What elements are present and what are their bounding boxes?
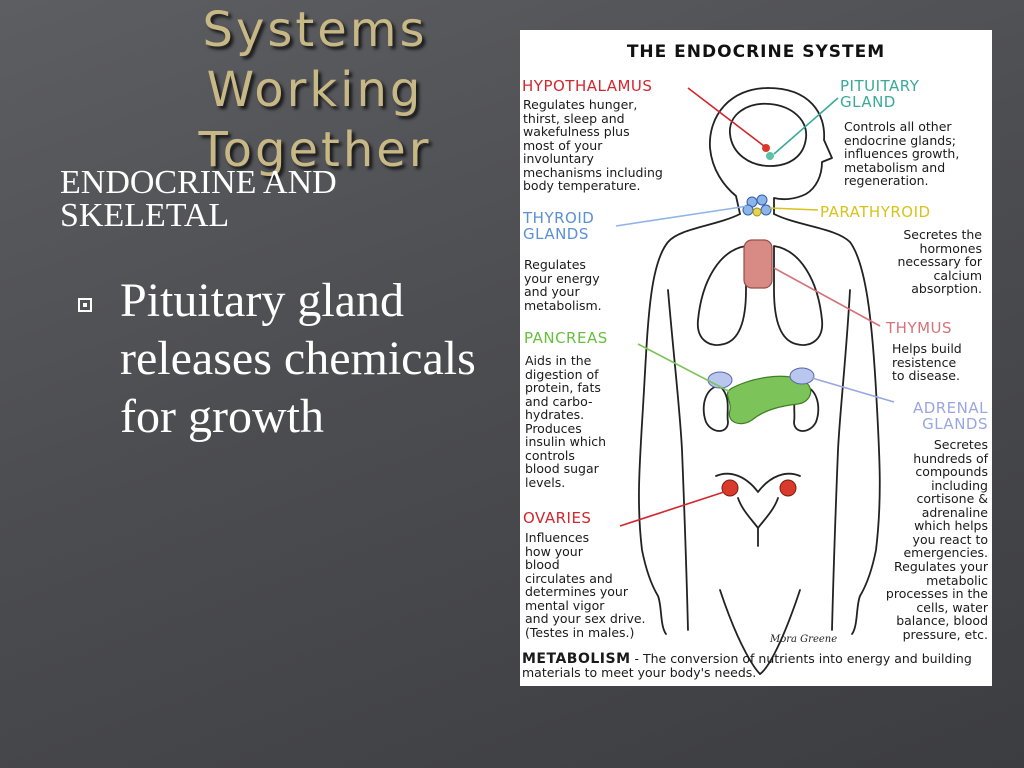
slide-title: Systems Working Together — [198, 2, 432, 178]
body-figure — [615, 87, 895, 675]
desc-parathyroid: Secretes the hormones necessary for calc… — [897, 227, 982, 296]
ovary-right-shape — [779, 479, 797, 497]
metabolism-definition: METABOLISM - The conversion of nutrients… — [522, 652, 988, 680]
label-pituitary: PITUITARY GLAND — [840, 77, 920, 111]
metabolism-keyword: METABOLISM — [522, 651, 631, 667]
label-pancreas: PANCREAS — [524, 329, 608, 347]
thyroid-shape — [742, 194, 772, 217]
desc-pituitary: Controls all other endocrine glands; inf… — [844, 119, 960, 188]
body-outline — [638, 87, 881, 675]
desc-hypothalamus: Regulates hunger, thirst, sleep and wake… — [523, 97, 663, 193]
artist-signature: Mora Greene — [770, 634, 838, 645]
label-thymus: THYMUS — [886, 319, 953, 337]
bullet-item: Pituitary gland releases chemicals for g… — [78, 272, 488, 446]
endocrine-diagram: THE ENDOCRINE SYSTEM HYPOTHALAMUS Regula… — [520, 30, 992, 686]
desc-thymus: Helps build resistence to disease. — [892, 341, 962, 383]
label-parathyroid: PARATHYROID — [820, 203, 931, 221]
label-ovaries: OVARIES — [523, 509, 592, 527]
label-adrenal: ADRENAL GLANDS — [912, 399, 988, 433]
bullet-text: Pituitary gland releases chemicals for g… — [120, 274, 476, 443]
thymus-shape — [743, 239, 773, 289]
label-hypothalamus: HYPOTHALAMUS — [522, 77, 653, 95]
diagram-title: THE ENDOCRINE SYSTEM — [626, 42, 886, 62]
label-thyroid: THYROID GLANDS — [523, 209, 595, 243]
desc-adrenal: Secretes hundreds of compounds including… — [903, 437, 988, 560]
regulates-text: Regulates your metabolic processes in th… — [885, 559, 988, 642]
metabolism-text: - The conversion of nutrients into energ… — [522, 651, 972, 680]
ovary-left-shape — [721, 479, 739, 497]
pituitary-shape — [766, 152, 774, 160]
slide-subtitle: ENDOCRINE AND SKELETAL — [60, 164, 337, 234]
desc-ovaries: Influences how your blood circulates and… — [525, 530, 646, 640]
adrenal-left-shape — [707, 371, 733, 389]
desc-pancreas: Aids in the digestion of protein, fats a… — [525, 353, 607, 490]
adrenal-right-shape — [789, 367, 815, 385]
square-bullet-icon — [78, 298, 92, 312]
pointer-lines — [615, 87, 895, 527]
bullet-list: Pituitary gland releases chemicals for g… — [78, 272, 488, 446]
desc-thyroid: Regulates your energy and your metabolis… — [524, 257, 602, 313]
